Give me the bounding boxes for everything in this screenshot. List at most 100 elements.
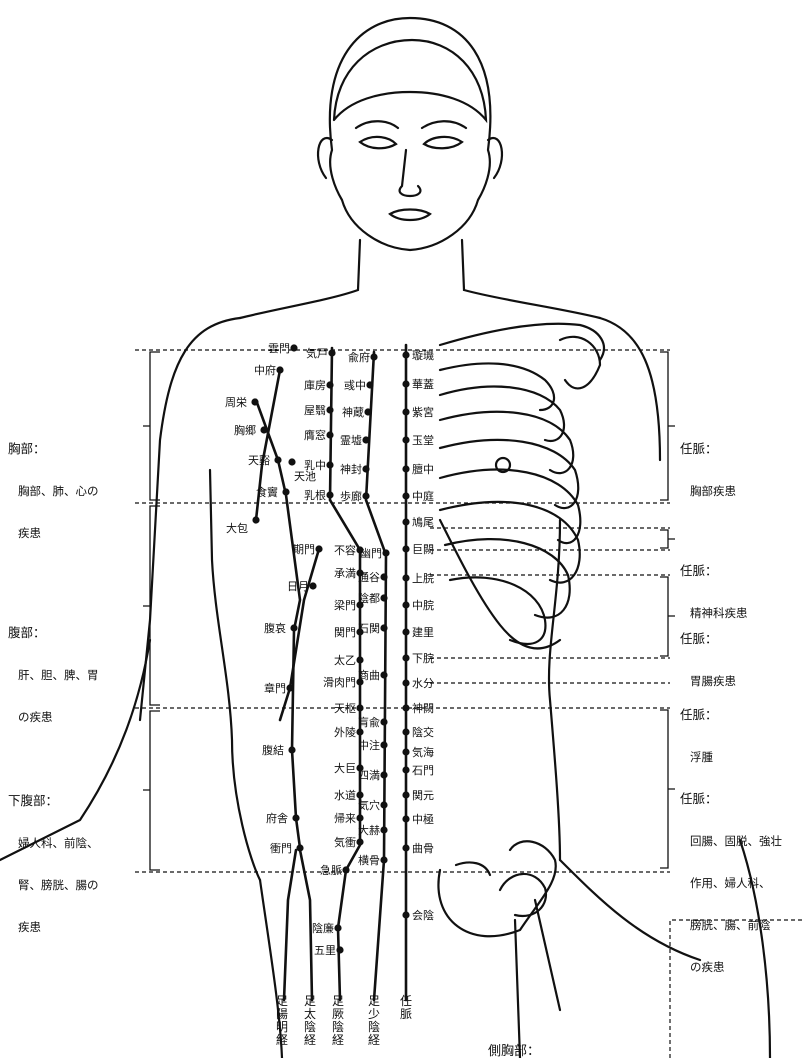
acupoint-label: 気衝 <box>334 835 356 849</box>
acupoint-label: 腹結 <box>262 743 284 757</box>
meridian-label-stomach: 足陽明経 <box>275 995 289 1047</box>
acupoint-kidney <box>380 856 387 863</box>
acupoint-label: 承満 <box>334 567 356 580</box>
acupoint-spleen <box>292 814 299 821</box>
acupoint-ren <box>402 791 409 798</box>
label-desc: 肝、胆、脾、胃 <box>8 668 99 682</box>
acupoint-gb <box>309 582 316 589</box>
meridian-label-spleen: 足太陰経 <box>303 995 317 1047</box>
acupoint-label: 霊墟 <box>340 434 362 447</box>
acupoint-kidney <box>370 353 377 360</box>
pelvis <box>438 841 555 936</box>
mouth <box>390 210 430 221</box>
acupoint-ren <box>402 844 409 851</box>
acupoint-label: 屋翳 <box>304 404 326 417</box>
acupoint-spleen <box>260 426 267 433</box>
acupoint-stomach <box>356 728 363 735</box>
acupoint-ren <box>402 518 409 525</box>
label-desc: 作用、婦人科、 <box>680 876 782 890</box>
acupoint-ren <box>402 728 409 735</box>
femoral-head <box>500 874 546 916</box>
acupoint-spleen <box>290 624 297 631</box>
acupoint-label: 水道 <box>334 788 356 802</box>
acupoint-label: 五里 <box>314 944 336 957</box>
acupoint-label: 衝門 <box>270 841 292 855</box>
acupoint-stomach <box>326 406 333 413</box>
acupoint-label: 外陵 <box>334 726 356 739</box>
acupoint-label: 滑肉門 <box>323 676 356 689</box>
acupoint-ren <box>402 628 409 635</box>
acupoint-liver <box>334 924 341 931</box>
label-title: 任脈： <box>680 708 718 722</box>
acupoint-label: 梁門 <box>334 598 356 612</box>
acupoint-stomach <box>356 656 363 663</box>
right-shoulder <box>600 318 660 460</box>
acupoint-kidney <box>362 436 369 443</box>
rib-8 <box>450 577 545 644</box>
acupoint-label: 巨闕 <box>412 543 434 556</box>
acupoint-label: 膺窓 <box>304 428 326 442</box>
acupoint-label: 帰来 <box>334 812 356 825</box>
acupoint-ren <box>402 574 409 581</box>
acupoint-label: 膻中 <box>412 462 434 476</box>
acupoint-label: 中府 <box>254 363 276 377</box>
label-chest-left: 胸部： 胸部、肺、心の 疾患 <box>8 414 99 554</box>
acupoint-label: 鳩尾 <box>412 515 434 529</box>
label-title: 任脈： <box>680 792 782 806</box>
label-title: 腹部： <box>8 626 99 640</box>
label-desc: 回腸、固脱、強壮 <box>680 834 782 848</box>
label-desc: 胸部疾患 <box>680 484 736 498</box>
acupoint-label: 不容 <box>334 543 356 557</box>
acupoint-label: 曲骨 <box>412 842 434 855</box>
clavicle <box>440 324 604 360</box>
meridian-label-kidney: 足少陰経 <box>367 995 381 1047</box>
acupoint-liver <box>336 946 343 953</box>
acupoint-kidney <box>380 771 387 778</box>
acupoint-stomach <box>356 628 363 635</box>
acupoint-stomach <box>356 569 363 576</box>
acupoint-kidney <box>380 801 387 808</box>
acupoint-label: 急脈 <box>320 863 342 877</box>
acupoint-label: 会陰 <box>412 908 434 922</box>
acupoint-kidney <box>380 594 387 601</box>
acupoint-label: 彧中 <box>344 379 366 392</box>
acupoint-label: 気戸 <box>306 346 328 360</box>
acupoint-stomach <box>356 601 363 608</box>
acupoint-label: 神蔵 <box>342 405 364 419</box>
acupoint-label: 中注 <box>358 738 380 752</box>
acupoint-ren <box>402 351 409 358</box>
label-lower-right: 任脈： 回腸、固脱、強壮 作用、婦人科、 膀胱、腸、前陰 の疾患 <box>680 764 782 988</box>
acupoint-label: 陰廉 <box>312 921 334 935</box>
acupoint-label: 横骨 <box>358 853 380 867</box>
acupoint-liver <box>315 545 322 552</box>
acupoint-label: 周栄 <box>225 395 247 409</box>
acupoint-label: 璇璣 <box>412 349 434 362</box>
acupoint-kidney <box>380 718 387 725</box>
acupoint-label: 府舎 <box>266 811 288 825</box>
acupoint-label: 神闕 <box>412 701 434 715</box>
left-eyebrow <box>356 121 398 128</box>
acupoint-label: 中庭 <box>412 489 434 503</box>
acupoint-label: 乳根 <box>304 488 326 502</box>
label-title: 下腹部： <box>8 794 99 808</box>
acupoint-kidney <box>382 549 389 556</box>
acupoint-label: 石門 <box>412 764 434 777</box>
label-desc: の疾患 <box>680 960 782 974</box>
acupoint-stomach <box>356 764 363 771</box>
side-chest-caption: 側胸部： <box>488 1040 540 1059</box>
bracket-abd-right <box>660 577 675 656</box>
label-title: 任脈： <box>680 564 748 578</box>
acupoint-label: 食竇 <box>256 485 278 499</box>
acupoint-kidney <box>362 492 369 499</box>
acupoint-label: 胸郷 <box>234 423 256 437</box>
acupoint-kidney <box>380 826 387 833</box>
acupoint-ren <box>402 911 409 918</box>
label-desc: 浮腫 <box>680 750 718 764</box>
acupoint-kidney <box>380 671 387 678</box>
acupoint-label: 下脘 <box>412 651 434 665</box>
label-desc: 膀胱、腸、前陰 <box>680 918 782 932</box>
acupoint-ren <box>402 465 409 472</box>
bracket-mental-right <box>660 530 675 548</box>
acupoint-label: 雲門 <box>268 342 290 355</box>
